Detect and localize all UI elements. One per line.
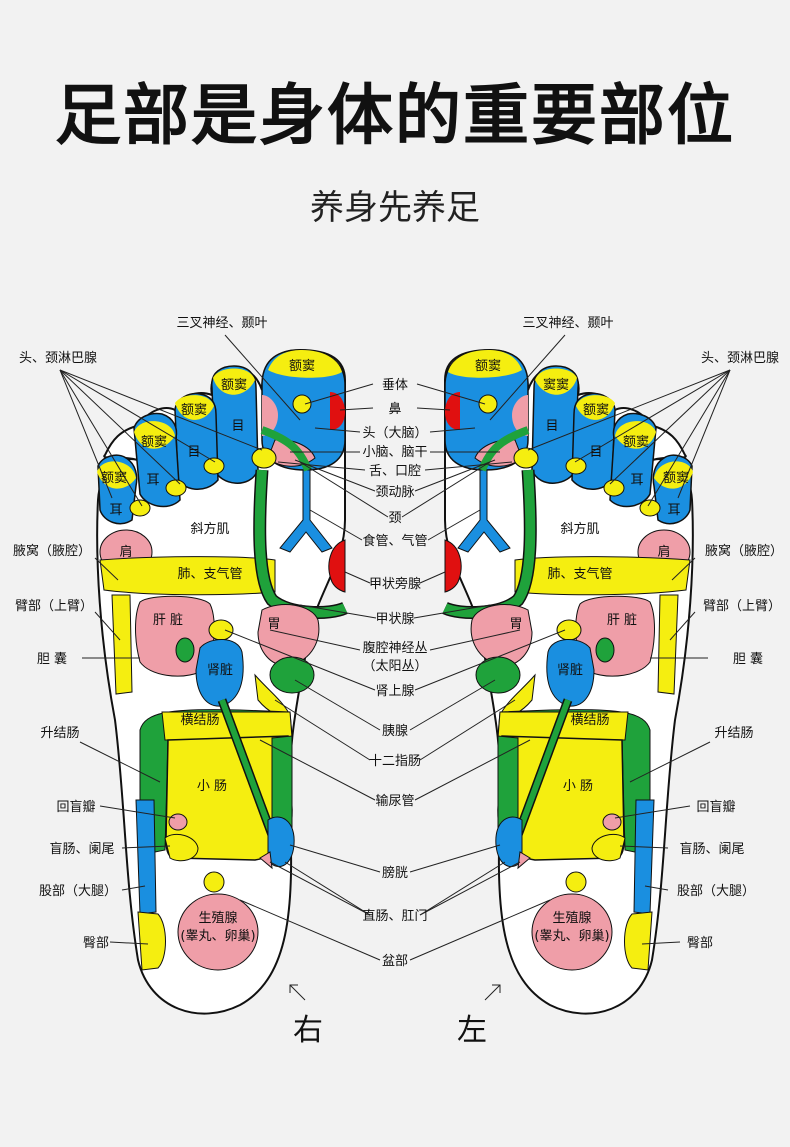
label-cecum-right: 盲肠、阑尾 xyxy=(49,841,114,857)
label-thigh-right: 股部（大腿） xyxy=(39,884,117,899)
label-ear-1-left: 耳 xyxy=(630,473,643,488)
label-left-foot: 左 xyxy=(457,1013,487,1048)
label-sinus-3-left: 额窦 xyxy=(623,435,649,450)
right-inner-labels: 额窦 额窦 额窦 额窦 额窦 目 目 耳 耳 斜方肌 肩 肺、支气管 肝 脏 胃… xyxy=(101,359,315,944)
label-cecum-left: 盲肠、阑尾 xyxy=(679,841,744,857)
label-pelvis: 盆部 xyxy=(382,954,408,969)
label-trigeminal-left: 三叉神经、颞叶 xyxy=(522,316,613,331)
label-stomach-left: 胃 xyxy=(509,617,522,632)
label-lymph-left: 头、颈淋巴腺 xyxy=(701,351,779,366)
label-adrenal: 肾上腺 xyxy=(375,684,414,699)
label-sinus-2-left: 额窦 xyxy=(583,403,609,418)
label-thigh-left: 股部（大腿） xyxy=(677,884,755,899)
page-subtitle: 养身先养足 xyxy=(310,188,480,228)
label-stomach-right: 胃 xyxy=(267,617,280,632)
label-upper-arm-left: 臂部（上臂） xyxy=(703,599,781,614)
label-duodenum: 十二指肠 xyxy=(369,754,421,769)
label-eye-1-left: 目 xyxy=(545,419,558,434)
label-ear-2-right: 耳 xyxy=(109,503,122,518)
label-right-foot: 右 xyxy=(293,1013,323,1048)
label-sinus-1-left: 窦窦 xyxy=(543,378,569,393)
page-title: 足部是身体的重要部位 xyxy=(55,77,735,154)
label-kidney-left: 肾脏 xyxy=(557,663,583,678)
left-side-labels: 三叉神经、颞叶 头、颈淋巴腺 腋窝（腋腔） 臂部（上臂） 胆 囊 升结肠 回盲瓣… xyxy=(522,316,783,951)
label-armpit-left: 腋窝（腋腔） xyxy=(705,543,783,559)
label-neck: 颈 xyxy=(388,511,401,526)
label-cerebellum: 小脑、脑干 xyxy=(362,445,427,460)
leader-lines xyxy=(59,334,731,1001)
label-trigeminal-right: 三叉神经、颞叶 xyxy=(176,316,267,331)
label-ascending-colon-left: 升结肠 xyxy=(714,726,753,741)
label-pancreas: 胰腺 xyxy=(382,724,408,739)
label-armpit-right: 腋窝（腋腔） xyxy=(13,543,91,559)
label-buttock-left: 臀部 xyxy=(687,936,713,951)
label-ear-2-left: 耳 xyxy=(667,503,680,518)
label-transverse-colon-right: 横结肠 xyxy=(180,713,219,728)
label-trapezius-left: 斜方肌 xyxy=(560,521,599,537)
label-eye-2-right: 目 xyxy=(187,445,200,460)
label-liver-left: 肝 脏 xyxy=(607,613,637,628)
label-sinus-1-right: 额窦 xyxy=(221,378,247,393)
label-sinus-4-left: 额窦 xyxy=(663,471,689,486)
label-ileocecal-left: 回盲瓣 xyxy=(696,799,735,815)
label-tongue-mouth: 舌、口腔 xyxy=(369,464,421,479)
center-labels: 垂体 鼻 头（大脑） 小脑、脑干 舌、口腔 颈动脉 颈 食管、气管 甲状旁腺 甲… xyxy=(362,378,427,969)
label-solar-plexus: （太阳丛） xyxy=(362,659,427,674)
label-trapezius-right: 斜方肌 xyxy=(190,521,229,537)
right-side-labels: 三叉神经、颞叶 头、颈淋巴腺 腋窝（腋腔） 臂部（上臂） 胆 囊 升结肠 回盲瓣… xyxy=(13,316,268,951)
label-gonad-sub-left: (睾丸、卵巢) xyxy=(534,928,609,944)
label-carotid: 颈动脉 xyxy=(375,485,414,500)
label-sinus-3-right: 额窦 xyxy=(141,435,167,450)
label-ileocecal-right: 回盲瓣 xyxy=(56,799,95,815)
label-ureter: 输尿管 xyxy=(375,793,414,809)
label-transverse-colon-left: 横结肠 xyxy=(570,713,609,728)
label-gonad-right: 生殖腺 xyxy=(198,910,237,926)
label-sinus-4-right: 额窦 xyxy=(101,471,127,486)
label-sinus-2-right: 额窦 xyxy=(181,403,207,418)
left-inner-labels: 额窦 窦窦 额窦 额窦 额窦 目 目 耳 耳 斜方肌 肩 肺、支气管 肝 脏 胃… xyxy=(475,359,689,944)
label-head-brain: 头（大脑） xyxy=(362,426,427,441)
label-parathyroid: 甲状旁腺 xyxy=(369,576,421,592)
label-lung-right: 肺、支气管 xyxy=(177,566,242,582)
label-eye-2-left: 目 xyxy=(589,445,602,460)
label-small-intestine-left: 小 肠 xyxy=(563,779,593,794)
label-eye-1-right: 目 xyxy=(231,419,244,434)
label-esophagus: 食管、气管 xyxy=(362,533,427,549)
label-gonad-left: 生殖腺 xyxy=(552,910,591,926)
label-bladder: 膀胱 xyxy=(382,865,408,881)
label-kidney-right: 肾脏 xyxy=(207,663,233,678)
label-sinus-big-right: 额窦 xyxy=(289,359,315,374)
label-thyroid: 甲状腺 xyxy=(375,612,414,627)
label-nose: 鼻 xyxy=(388,401,401,417)
label-shoulder-right: 肩 xyxy=(119,544,132,560)
label-lymph-right: 头、颈淋巴腺 xyxy=(19,351,97,366)
label-pituitary: 垂体 xyxy=(382,378,408,393)
label-gallbladder-left: 胆 囊 xyxy=(733,651,763,667)
label-liver-right: 肝 脏 xyxy=(153,613,183,628)
label-ascending-colon-right: 升结肠 xyxy=(40,726,79,741)
label-upper-arm-right: 臂部（上臂） xyxy=(15,599,93,614)
label-gallbladder-right: 胆 囊 xyxy=(37,651,67,667)
label-lung-left: 肺、支气管 xyxy=(547,566,612,582)
label-celiac-plexus: 腹腔神经丛 xyxy=(362,640,427,656)
label-ear-1-right: 耳 xyxy=(146,473,159,488)
label-rectum: 直肠、肛门 xyxy=(362,909,427,924)
label-sinus-big-left: 额窦 xyxy=(475,359,501,374)
label-gonad-sub-right: (睾丸、卵巢) xyxy=(180,928,255,944)
label-small-intestine-right: 小 肠 xyxy=(197,779,227,794)
label-buttock-right: 臀部 xyxy=(83,936,109,951)
label-shoulder-left: 肩 xyxy=(657,544,670,560)
